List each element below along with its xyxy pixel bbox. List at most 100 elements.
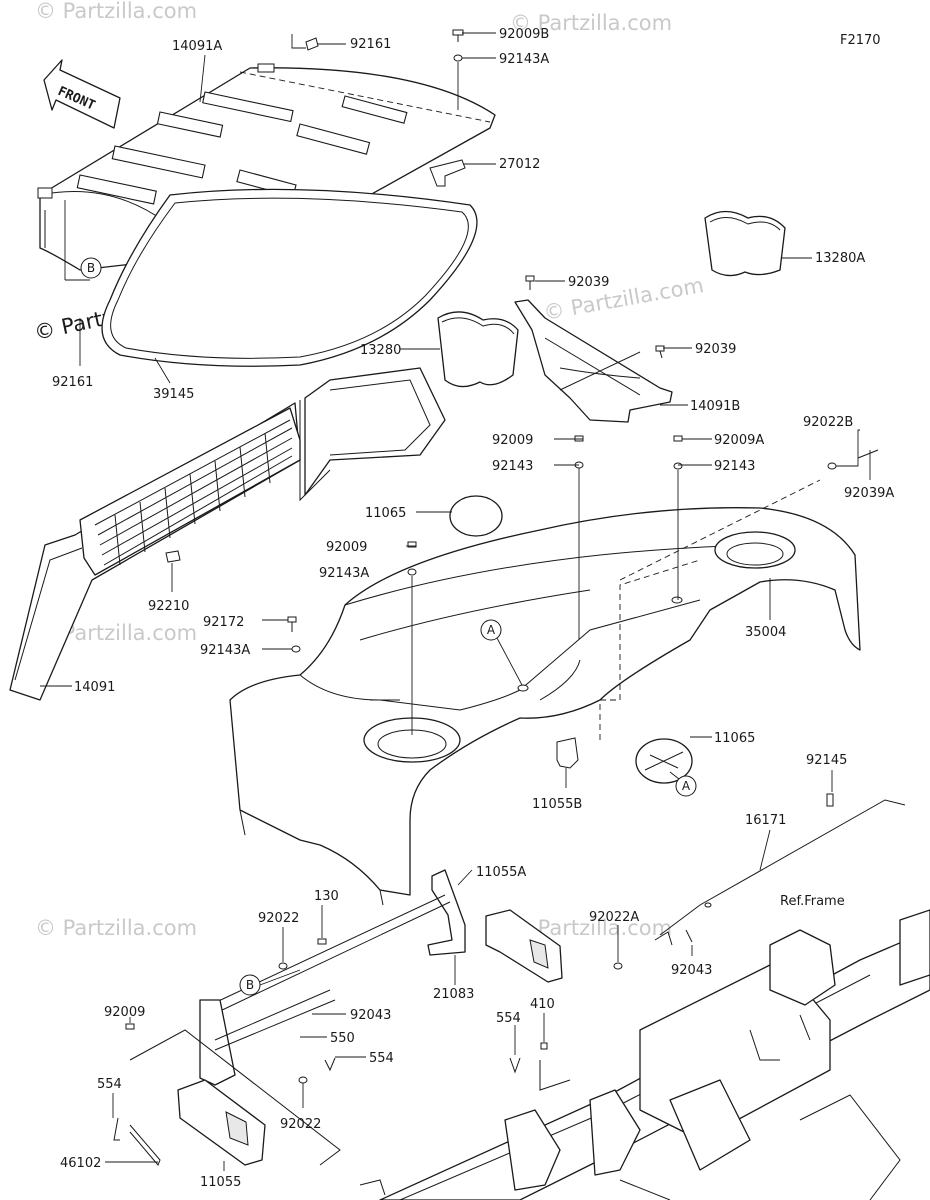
label-92143-b: 92143 <box>714 459 755 474</box>
washer-92022B <box>827 462 837 470</box>
label-ref-frame: Ref.Frame <box>780 894 845 909</box>
label-92009A: 92009A <box>714 433 764 448</box>
label-14091: 14091 <box>74 680 115 695</box>
grille-14091 <box>9 367 446 701</box>
cupholder-13280A <box>704 210 786 277</box>
bracket-21083 <box>427 869 466 956</box>
label-21083: 21083 <box>433 987 474 1002</box>
label-92022B: 92022B <box>803 415 853 430</box>
screw-92009-left <box>407 541 417 548</box>
clip-92210 <box>165 550 181 563</box>
label-92039-b: 92039 <box>695 342 736 357</box>
label-92039-a: 92039 <box>568 275 609 290</box>
label-92009-c: 92009 <box>104 1005 145 1020</box>
label-92009B: 92009B <box>499 27 549 42</box>
label-13280: 13280 <box>360 343 401 358</box>
clip-92161-top <box>305 37 319 51</box>
label-92161-top: 92161 <box>350 37 391 52</box>
label-554-a: 554 <box>496 1011 521 1026</box>
screw-92172 <box>287 616 297 632</box>
washer-92022A <box>613 962 623 970</box>
washer-92022-b <box>298 1076 308 1084</box>
label-550: 550 <box>330 1031 355 1046</box>
bracket-11055B <box>556 737 579 769</box>
pin-92039A <box>857 449 879 459</box>
panel-14091B <box>514 299 673 423</box>
washer-92143A-left <box>407 568 417 576</box>
bracket-27012 <box>429 159 466 187</box>
callout-a-low: A <box>669 771 697 797</box>
rod-16171 <box>654 799 906 946</box>
washer-92143A-low <box>291 645 301 653</box>
watermark: © Partzilla.com <box>35 0 197 23</box>
label-92210: 92210 <box>148 599 189 614</box>
bracket-11055 <box>177 1079 266 1166</box>
label-92039A: 92039A <box>844 486 894 501</box>
part-labels: 14091A 92161 92009B 92143A 27012 13280A … <box>52 27 894 1190</box>
label-11065-top: 11065 <box>365 506 406 521</box>
label-27012: 27012 <box>499 157 540 172</box>
clip-554-right <box>509 1057 521 1074</box>
screw-92009A <box>673 435 683 442</box>
grille-mesh <box>94 419 293 566</box>
label-35004: 35004 <box>745 625 786 640</box>
lid-11065-top <box>449 495 503 537</box>
label-554-c: 554 <box>97 1077 122 1092</box>
washer-92143-mid-b <box>673 462 683 470</box>
front-arrow-icon: FRONT <box>43 59 121 129</box>
label-130: 130 <box>314 889 339 904</box>
label-92143A-top: 92143A <box>499 52 549 67</box>
label-92172: 92172 <box>203 615 244 630</box>
screw-92039-a <box>525 275 535 290</box>
screw-92039-b <box>655 345 665 359</box>
figure-code: F2170 <box>840 33 881 48</box>
label-92043-a: 92043 <box>671 963 712 978</box>
label-92145: 92145 <box>806 753 847 768</box>
label-92009-b: 92009 <box>326 540 367 555</box>
clip-554-left <box>113 1117 120 1141</box>
watermark: © Partzilla.com <box>542 273 706 325</box>
washer-92022-a <box>278 962 288 970</box>
label-39145: 39145 <box>153 387 194 402</box>
label-92022-b: 92022 <box>280 1117 321 1132</box>
label-46102: 46102 <box>60 1156 101 1171</box>
bolt-410 <box>540 1042 548 1050</box>
label-92143A-low: 92143A <box>200 643 250 658</box>
label-11055A: 11055A <box>476 865 526 880</box>
screw-92009-mid <box>574 435 584 442</box>
label-410: 410 <box>530 997 555 1012</box>
label-11055: 11055 <box>200 1175 241 1190</box>
callout-b-top: B <box>80 257 102 279</box>
label-13280A: 13280A <box>815 251 865 266</box>
label-11065-low: 11065 <box>714 731 755 746</box>
label-92022-a: 92022 <box>258 911 299 926</box>
label-92022A: 92022A <box>589 910 639 925</box>
dash-35004 <box>229 507 861 906</box>
cupholder-13280 <box>437 311 519 388</box>
callout-b-text: B <box>87 261 95 275</box>
callout-a-text: A <box>487 623 496 637</box>
label-14091B: 14091B <box>690 399 740 414</box>
watermark: © Partzilla.com <box>510 11 672 35</box>
clip-554-mid <box>324 1057 336 1072</box>
label-16171: 16171 <box>745 813 786 828</box>
callout-a-mid: A <box>480 619 523 686</box>
label-92161-left: 92161 <box>52 375 93 390</box>
label-92143-a: 92143 <box>492 459 533 474</box>
rod-46102 <box>129 1124 161 1166</box>
pin-92043-a <box>685 929 693 943</box>
label-92009-a: 92009 <box>492 433 533 448</box>
label-11055B: 11055B <box>532 797 582 812</box>
bracket-left-assembly <box>129 989 341 1166</box>
label-554-b: 554 <box>369 1051 394 1066</box>
callout-a-text: A <box>682 779 691 793</box>
label-92043-b: 92043 <box>350 1008 391 1023</box>
callout-b-text: B <box>246 978 254 992</box>
clip-92145 <box>826 793 834 807</box>
bolt-130 <box>317 938 327 945</box>
frame-ref <box>359 909 930 1200</box>
label-92143A-mid: 92143A <box>319 566 369 581</box>
seal-39145 <box>101 188 478 367</box>
lid-11065-low <box>635 738 693 784</box>
